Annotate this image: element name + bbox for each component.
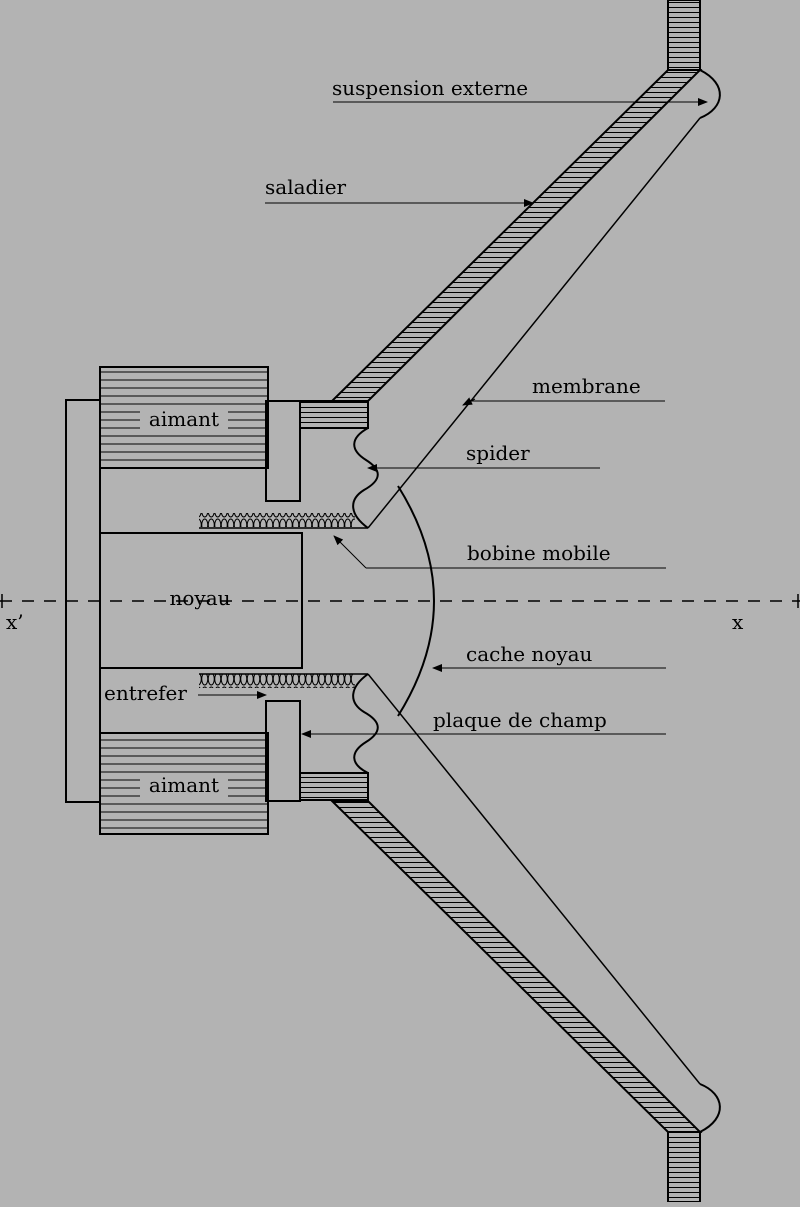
spider-bottom: [352, 673, 379, 774]
label-membrane: membrane: [532, 374, 641, 398]
label-axis-right: x: [732, 610, 744, 634]
voice-coil-bottom: [199, 674, 355, 688]
leader-bobine-mobile-diag: [333, 535, 367, 569]
magnet-top: [99, 366, 269, 469]
label-saladier: saladier: [265, 175, 347, 199]
membrane-bottom: [367, 673, 701, 1085]
label-entrefer: entrefer: [104, 681, 187, 705]
label-aimant-bottom: aimant: [149, 773, 219, 797]
surround-bottom: [699, 1083, 721, 1133]
label-axis-left: x’: [6, 610, 24, 634]
basket-arm-bottom: [329, 800, 703, 1133]
field-plate-top: [265, 400, 301, 502]
magnet-bottom-label-bg: [140, 773, 228, 797]
label-suspension-externe: suspension externe: [332, 76, 528, 100]
spider-top: [352, 427, 379, 529]
label-bobine-mobile: bobine mobile: [467, 541, 611, 565]
label-cache-noyau: cache noyau: [466, 642, 593, 666]
membrane-top: [367, 117, 701, 529]
label-plaque-de-champ: plaque de champ: [433, 708, 607, 732]
label-aimant-top: aimant: [149, 407, 219, 431]
basket-arm-top: [329, 69, 703, 402]
basket-rim-top: [667, 0, 701, 71]
basket-flange-top: [299, 400, 369, 429]
field-plate-bottom: [265, 700, 301, 802]
magnet-top-label-bg: [140, 407, 228, 431]
voice-coil-top: [199, 513, 355, 527]
basket-flange-bottom: [299, 772, 369, 801]
label-spider: spider: [466, 441, 530, 465]
basket-rim-bottom: [667, 1131, 701, 1203]
label-noyau: noyau: [169, 586, 230, 610]
leader-membrane-tip: [462, 397, 476, 406]
surround-top: [699, 69, 721, 119]
dust-cap: [397, 485, 435, 717]
